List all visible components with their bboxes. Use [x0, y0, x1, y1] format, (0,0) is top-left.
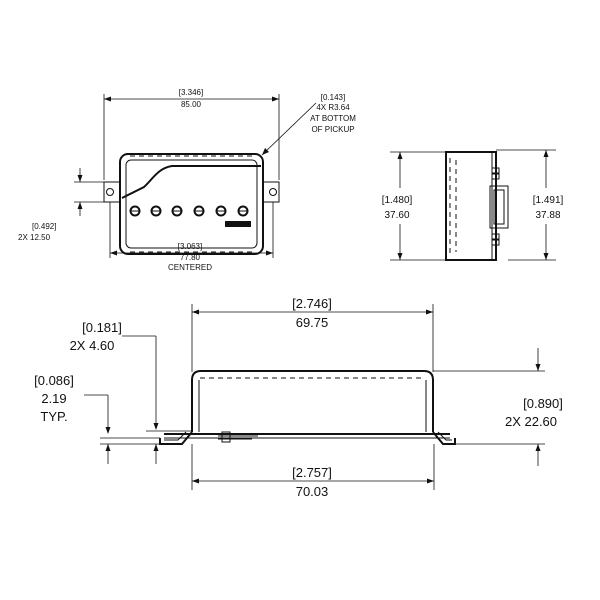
pole-screw — [171, 205, 183, 217]
plate-thickness-in: [0.086] — [34, 373, 74, 388]
hole-spacing-mm: 77.80 — [180, 253, 201, 262]
front-top-width-mm: 69.75 — [296, 315, 329, 330]
top-width-in: [3.346] — [179, 88, 203, 97]
hole-spacing-in: [3.063] — [178, 242, 202, 251]
top-view-body — [119, 153, 264, 255]
lead-wire — [218, 431, 258, 443]
tab-height-in: [0.181] — [82, 320, 122, 335]
front-height-in: [0.890] — [523, 396, 563, 411]
pole-screw — [215, 205, 227, 217]
side-bracket — [489, 185, 509, 229]
right-ear — [262, 181, 280, 203]
left-ear — [103, 181, 121, 203]
pole-screw — [129, 205, 141, 217]
corner-radius-line1: 4X R3.64 — [316, 103, 350, 112]
logo-plate — [225, 221, 251, 227]
front-height-mm: 2X 22.60 — [505, 414, 557, 429]
side-height-right-in: [1.491] — [533, 195, 564, 206]
side-view: [1.480] 37.60 [1.491] 37.88 — [382, 149, 564, 261]
side-height-left-mm: 37.60 — [384, 210, 409, 221]
tab-height-mm: 2X 4.60 — [70, 338, 115, 353]
pole-screw — [150, 205, 162, 217]
left-tab — [159, 431, 193, 445]
ear-height-mm: 2X 12.50 — [18, 233, 51, 242]
pole-screw — [193, 205, 205, 217]
side-height-left-in: [1.480] — [382, 195, 413, 206]
corner-radius-in: [0.143] — [321, 93, 345, 102]
ear-height-in: [0.492] — [32, 222, 56, 231]
side-view-body — [445, 151, 497, 261]
hole-spacing-note: CENTERED — [168, 263, 212, 272]
front-view: [2.746] 69.75 [2.757] 70.03 [0.181] 2X 4… — [34, 296, 563, 499]
top-view: [3.346] 85.00 [0.143] 4X R3.64 AT BOTTOM… — [18, 88, 356, 272]
plate-thickness-mm: 2.19 — [41, 391, 66, 406]
front-view-body — [191, 370, 434, 432]
front-base-width-in: [2.757] — [292, 465, 332, 480]
cover-curve — [121, 165, 261, 199]
pole-screw — [237, 205, 249, 217]
front-top-width-in: [2.746] — [292, 296, 332, 311]
pole-screws — [129, 205, 249, 217]
plate-thickness-note: TYP. — [40, 409, 67, 424]
corner-radius-line2: AT BOTTOM — [310, 114, 356, 123]
front-base-width-mm: 70.03 — [296, 484, 329, 499]
corner-radius-line3: OF PICKUP — [311, 125, 354, 134]
side-height-right-mm: 37.88 — [535, 210, 560, 221]
top-width-mm: 85.00 — [181, 100, 202, 109]
right-tab — [432, 431, 456, 445]
